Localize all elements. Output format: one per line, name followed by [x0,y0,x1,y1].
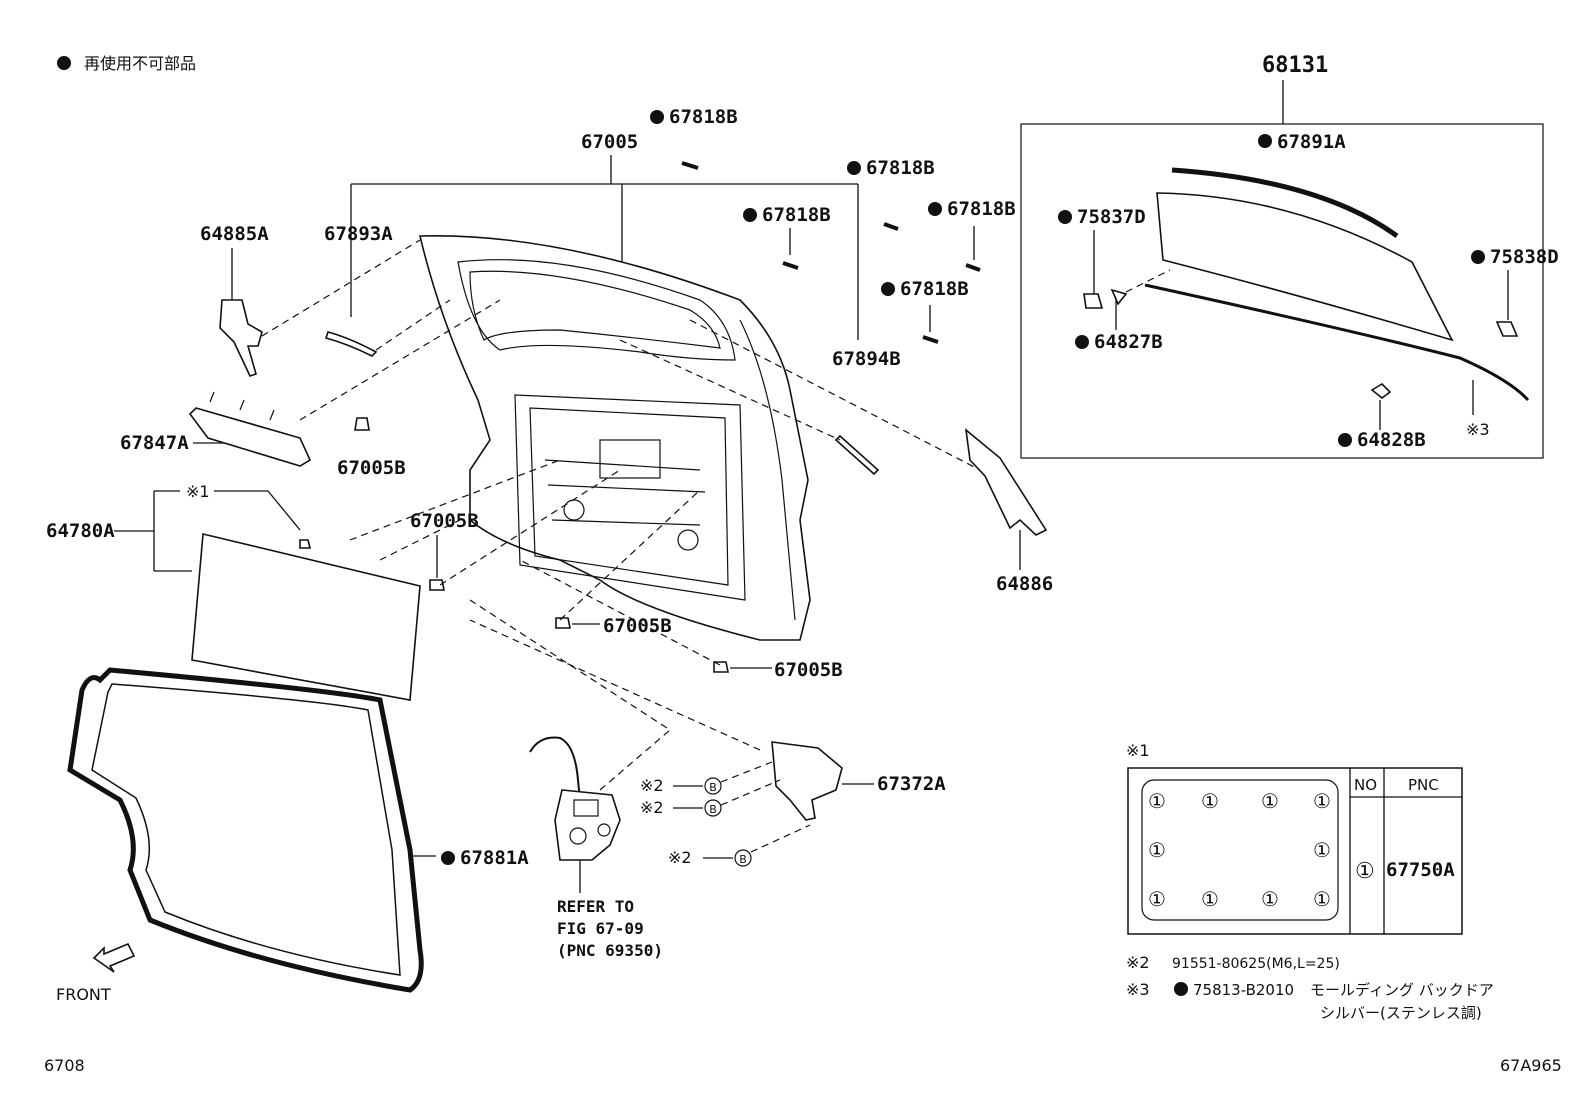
note3-description-2: シルバー(ステンレス調) [1320,1004,1482,1022]
stopper-67818B-5[interactable] [922,335,939,344]
svg-text:B: B [739,853,747,866]
non-reusable-dot-icon [57,56,71,70]
note3-part-number[interactable]: 75813-B2010 [1193,981,1294,999]
label-67818B-2[interactable]: 67818B [866,157,935,179]
note3-description-1: モールディング バックドア [1310,981,1494,999]
label-67005B-4[interactable]: 67005B [774,659,843,681]
stopper-67818B-3[interactable] [782,261,799,270]
trim-67893A[interactable] [324,331,378,357]
note1-mark: ※1 [186,482,210,501]
label-67893A[interactable]: 67893A [324,223,393,245]
clip-mark: ① [1313,887,1331,911]
note3-mark: ※3 [1466,420,1490,439]
label-64780A[interactable]: 64780A [46,520,115,542]
stopper-67818B-2[interactable] [883,222,899,231]
label-67005B-2[interactable]: 67005B [410,510,479,532]
front-arrow-icon [92,942,136,973]
clip-note1[interactable] [299,539,312,549]
front-label: FRONT [56,985,111,1004]
refer-line-3: (PNC 69350) [557,941,663,960]
label-75837D[interactable]: 75837D [1077,206,1146,228]
table-title: ※1 [1126,741,1150,760]
note2-mark-a: ※2 [640,776,664,795]
clip-67005B-3[interactable] [555,617,571,629]
stopper-67818B-1[interactable] [681,161,699,170]
note3-footnote-mark: ※3 [1126,980,1150,999]
label-67005[interactable]: 67005 [581,131,638,153]
clip-mark: ① [1261,887,1279,911]
bolt-a-icon[interactable] [704,777,722,795]
bolt-c-icon[interactable] [734,849,752,867]
note2-footnote-mark: ※2 [1126,953,1150,972]
clip-67005B-2[interactable] [429,579,445,591]
label-64886[interactable]: 64886 [996,573,1053,595]
note2-mark-c: ※2 [668,848,692,867]
label-64827B[interactable]: 64827B [1094,331,1163,353]
clip-mark: ① [1313,789,1331,813]
label-67818B-4[interactable]: 67818B [947,198,1016,220]
cover-67847A[interactable] [188,407,312,467]
hinge-64885A[interactable] [219,299,263,377]
table-col-no: NO [1354,776,1377,794]
label-67891A[interactable]: 67891A [1277,131,1346,153]
cover-64780A[interactable] [191,533,421,701]
clip-67005B-4[interactable] [713,661,729,673]
refer-line-2: FIG 67-09 [557,919,644,938]
clip-67005B-1[interactable] [354,417,370,431]
clip-75837D[interactable] [1083,293,1104,309]
label-67894B[interactable]: 67894B [832,348,901,370]
weatherstrip-67881A[interactable] [67,667,424,993]
clip-mark: ① [1201,789,1219,813]
page-number-left: 6708 [44,1056,85,1075]
lock-assembly-69350[interactable] [529,736,621,861]
label-75838D[interactable]: 75838D [1490,246,1559,268]
table-row-no: ① [1355,859,1375,884]
clip-64827B[interactable] [1110,288,1128,306]
clip-mark: ① [1313,838,1331,862]
clip-mark: ① [1201,887,1219,911]
trim-67894B[interactable] [834,434,880,476]
table-row-pnc[interactable]: 67750A [1386,859,1455,881]
label-67847A[interactable]: 67847A [120,432,189,454]
clip-mark: ① [1261,789,1279,813]
clip-mark: ① [1148,838,1166,862]
clip-table [1127,767,1463,935]
hinge-64886[interactable] [964,428,1048,536]
label-64828B[interactable]: 64828B [1357,429,1426,451]
back-door-glass[interactable] [1144,167,1530,402]
label-68131[interactable]: 68131 [1262,53,1328,78]
svg-text:B: B [709,803,717,816]
note2-footnote-text: 91551-80625(M6,L=25) [1172,956,1340,972]
clip-mark: ① [1148,789,1166,813]
label-67818B-3[interactable]: 67818B [762,204,831,226]
label-67881A[interactable]: 67881A [460,847,529,869]
label-67372A[interactable]: 67372A [877,773,946,795]
clip-75838D[interactable] [1495,321,1519,337]
svg-text:B: B [709,781,717,794]
label-64885A[interactable]: 64885A [200,223,269,245]
label-67818B-5[interactable]: 67818B [900,278,969,300]
glass-group-box [1020,123,1544,459]
label-67818B-1[interactable]: 67818B [669,106,738,128]
refer-line-1: REFER TO [557,897,634,916]
striker-67372A[interactable] [771,741,843,821]
stopper-67818B-4[interactable] [965,263,981,272]
clip-64828B[interactable] [1370,382,1392,400]
table-col-pnc: PNC [1408,776,1439,794]
page-number-right: 67A965 [1500,1056,1562,1075]
bolt-b-icon[interactable] [704,799,722,817]
note2-mark-b: ※2 [640,798,664,817]
back-door-panel[interactable] [418,234,811,641]
label-67005B-1[interactable]: 67005B [337,457,406,479]
clip-mark: ① [1148,887,1166,911]
label-67005B-3[interactable]: 67005B [603,615,672,637]
legend-text: 再使用不可部品 [84,54,196,73]
